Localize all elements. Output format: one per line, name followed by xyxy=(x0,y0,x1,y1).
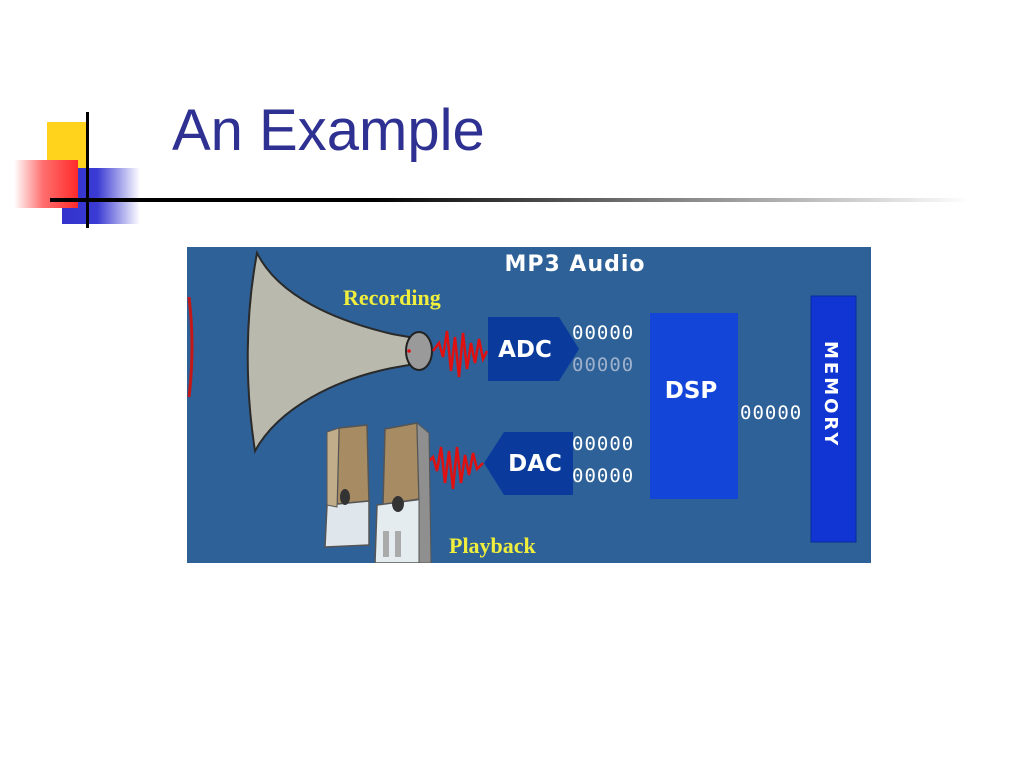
playback-label: Playback xyxy=(449,533,537,558)
diagram-title: MP3 Audio xyxy=(504,252,645,277)
dac-label: DAC xyxy=(508,451,562,477)
slide-title: An Example xyxy=(172,98,485,163)
red-edge-mark xyxy=(187,296,194,398)
memory-label: MEMORY xyxy=(820,341,841,448)
dsp-label: DSP xyxy=(665,378,718,404)
adc-output-bits-top: 00000 xyxy=(572,322,634,344)
dsp-block: DSP xyxy=(650,313,738,499)
dac-input-bits-bottom: 00000 xyxy=(572,465,634,487)
adc-label: ADC xyxy=(498,337,552,363)
slide-decor-title-underline xyxy=(50,198,970,202)
microphone-horn-icon xyxy=(246,249,433,455)
dac-input-bits-top: 00000 xyxy=(572,433,634,455)
playback-waveform xyxy=(426,446,484,490)
recording-waveform xyxy=(432,330,489,378)
mp3-audio-diagram: MP3 Audio Recording ADC 00000 00000 DSP … xyxy=(187,247,871,563)
adc-output-bits-bottom: 00000 xyxy=(572,354,634,376)
speaker-icon-right xyxy=(374,421,432,563)
slide-decor-vertical-line xyxy=(86,112,89,228)
memory-block: MEMORY xyxy=(810,295,857,543)
dac-block: DAC xyxy=(484,432,573,495)
speaker-icon-left xyxy=(324,424,370,548)
recording-label: Recording xyxy=(343,285,441,310)
dsp-memory-bits: 00000 xyxy=(740,402,802,424)
adc-block: ADC xyxy=(488,317,579,381)
